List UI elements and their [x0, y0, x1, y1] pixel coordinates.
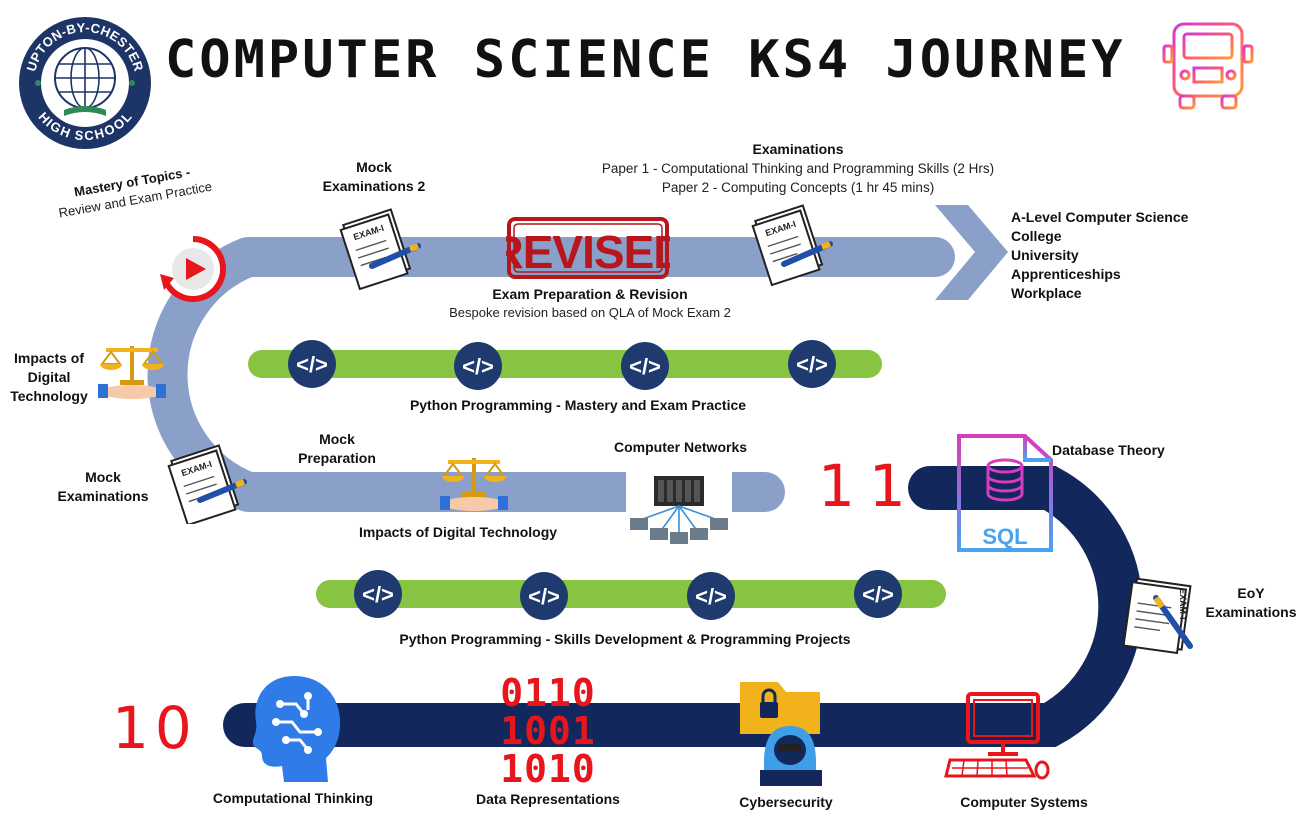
code-icon-skills-2: </>: [520, 572, 568, 620]
label-python-skills: Python Programming - Skills Development …: [399, 631, 851, 647]
exam-paper-mock2-icon: EXAM-I: [339, 208, 421, 290]
label-computer-systems: Computer Systems: [960, 794, 1088, 810]
svg-text:</>: </>: [629, 354, 661, 379]
label-database-theory: Database Theory: [1052, 442, 1165, 458]
exam-paper-eoy-icon: EXAM-I: [1122, 577, 1193, 655]
sql-text: SQL: [982, 524, 1027, 549]
school-logo: UPTON-BY-CHESTER HIGH SCHOOL: [16, 14, 154, 152]
label-exam-preparation: Exam Preparation & Revision Bespoke revi…: [449, 286, 731, 320]
hacker-lock-icon: [740, 682, 822, 786]
sql-database-icon: SQL: [957, 434, 1053, 552]
binary-row-3: 1010: [500, 747, 596, 791]
code-icon-mastery-4: </>: [788, 340, 836, 388]
exam-paper-mock-icon: EXAM-I: [167, 444, 247, 524]
destination-item: College: [1011, 228, 1062, 244]
year-11-label: 11: [818, 452, 920, 520]
code-icon-skills-1: </>: [354, 570, 402, 618]
svg-text:</>: </>: [695, 584, 727, 609]
code-icon-mastery-1: </>: [288, 340, 336, 388]
navy-road: [223, 466, 1143, 747]
scales-icon-lower: [440, 458, 508, 511]
revised-stamp-icon: REVISED: [506, 217, 670, 279]
desktop-computer-icon: [944, 692, 1050, 780]
code-icon-skills-4: </>: [854, 570, 902, 618]
code-icon-mastery-2: </>: [454, 342, 502, 390]
svg-text:</>: </>: [462, 354, 494, 379]
destination-item: A-Level Computer Science: [1011, 209, 1189, 225]
svg-text:</>: </>: [296, 352, 328, 377]
binary-row-1: 0110: [500, 671, 596, 715]
binary-row-2: 1001: [500, 709, 596, 753]
svg-text:</>: </>: [362, 582, 394, 607]
label-computer-networks: Computer Networks: [614, 439, 748, 455]
code-icon-skills-3: </>: [687, 572, 735, 620]
page-title: COMPUTER SCIENCE KS4 JOURNEY: [165, 30, 1126, 90]
label-data-representations: Data Representations: [476, 791, 620, 807]
destination-item: University: [1011, 247, 1079, 263]
revised-stamp-text: REVISED: [506, 226, 670, 278]
binary-digits-icon: 0110 1001 1010: [492, 674, 604, 788]
label-impacts-digital-technology: Impacts of Digital Technology: [358, 524, 558, 540]
road-arrow-head: [935, 205, 1008, 300]
exam-tag-eoy: EXAM-I: [1178, 588, 1188, 620]
scales-icon-upper: [98, 346, 166, 399]
school-bus-icon: [1162, 22, 1254, 110]
year-10-label: 10: [112, 694, 198, 762]
svg-text:</>: </>: [796, 352, 828, 377]
label-python-mastery: Python Programming - Mastery and Exam Pr…: [409, 397, 747, 413]
svg-text:</>: </>: [528, 584, 560, 609]
computer-network-icon: [626, 462, 732, 546]
brain-head-icon: [252, 676, 341, 782]
label-cybersecurity: Cybersecurity: [739, 794, 833, 810]
svg-text:</>: </>: [862, 582, 894, 607]
destination-item: Apprenticeships: [1011, 266, 1121, 282]
label-computational-thinking: Computational Thinking: [212, 790, 374, 806]
code-icon-mastery-3: </>: [621, 342, 669, 390]
destination-item: Workplace: [1011, 285, 1082, 301]
label-examinations: Examinations Paper 1 - Computational Thi…: [601, 141, 995, 195]
review-cycle-play-icon: [160, 236, 227, 302]
exam-paper-final-icon: EXAM-I: [751, 204, 833, 287]
